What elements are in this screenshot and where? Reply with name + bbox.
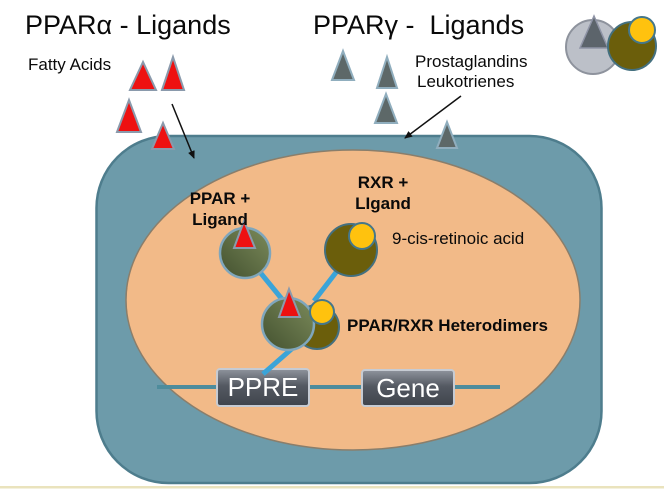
prostaglandin-triangle-icon: [373, 91, 399, 124]
heterodimer-yellow-ligand-icon: [309, 299, 335, 325]
prostaglandin-triangle-icon: [330, 48, 356, 81]
label-ppar-plus-ligand-line1: PPAR +: [189, 189, 251, 208]
gene-box-label: Gene: [376, 372, 440, 403]
fatty-acid-triangle-icon: [115, 97, 143, 133]
arrow-prostaglandins-into-cell: [404, 95, 462, 139]
label-prostaglandins: Prostaglandins: [415, 52, 528, 71]
label-ppar-plus-ligand: PPAR + Ligand: [183, 188, 257, 230]
logo-yellow-circle: [628, 16, 656, 44]
title-ppar-gamma-ligands: PPARγ - Ligands: [313, 10, 525, 40]
prostaglandin-triangle-icon: [375, 53, 399, 89]
fatty-acid-triangle-icon: [150, 120, 176, 150]
label-9-cis-retinoic-acid: 9-cis-retinoic acid: [392, 229, 525, 248]
ppre-box-label: PPRE: [227, 372, 299, 402]
label-leukotrienes: Leukotrienes: [417, 72, 515, 91]
label-ppar-rxr-heterodimers: PPAR/RXR Heterodimers: [347, 316, 548, 335]
arrow-fatty-acids-into-cell: [171, 103, 195, 159]
bottom-rule: [0, 486, 664, 489]
fatty-acid-triangle-icon: [128, 59, 158, 91]
fatty-acid-triangle-icon: [160, 53, 186, 91]
label-ppar-plus-ligand-line2: Ligand: [192, 210, 248, 229]
title-ppar-alpha-ligands: PPARα - Ligands: [25, 10, 231, 40]
rxr-yellow-ligand-icon: [348, 222, 376, 250]
gene-box: [361, 369, 455, 407]
label-rxr-plus-ligand: RXR + LIgand: [346, 172, 420, 214]
heterodimer-red-ligand-icon: [277, 286, 302, 318]
label-fatty-acids: Fatty Acids: [28, 55, 112, 74]
label-rxr-plus-ligand-line2: LIgand: [355, 194, 411, 213]
prostaglandin-triangle-icon: [435, 119, 459, 149]
logo-triangle-icon: [578, 14, 610, 49]
label-rxr-plus-ligand-line1: RXR +: [357, 173, 409, 192]
ppar-red-ligand-icon: [232, 218, 257, 249]
ppre-box: [216, 368, 310, 407]
